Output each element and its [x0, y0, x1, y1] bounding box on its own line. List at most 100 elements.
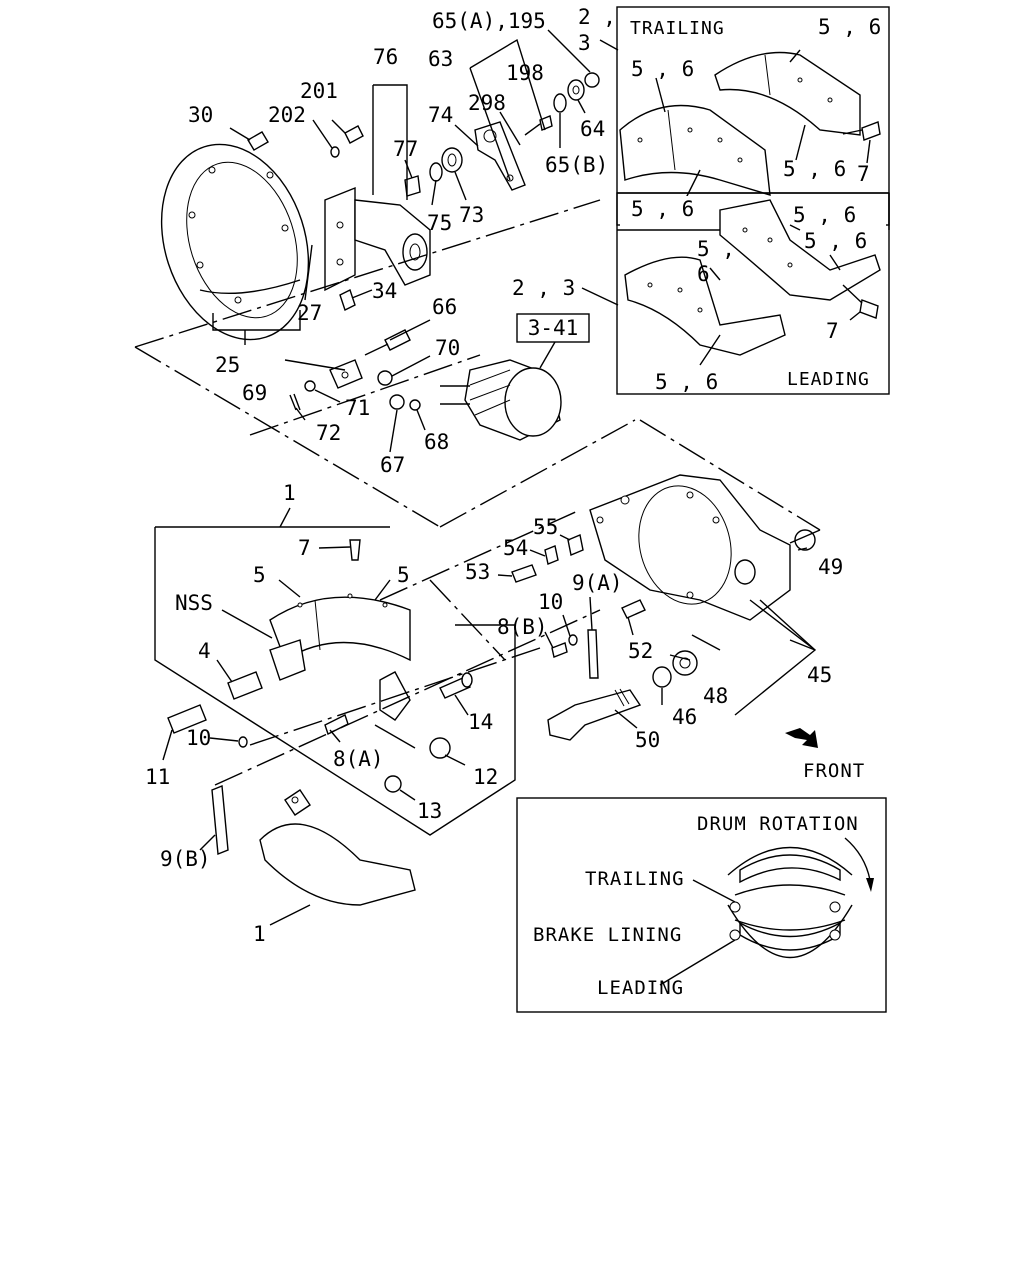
washer-65b — [553, 93, 567, 113]
callout-67: 67 — [380, 453, 405, 477]
callout-5-6-trailing-bottom: 5 , 6 — [631, 197, 694, 221]
callout-202: 202 — [268, 103, 306, 127]
clip-54 — [544, 545, 559, 565]
washer-64 — [567, 79, 585, 101]
drum-rotation-legend — [516, 797, 887, 1013]
seal-48 — [672, 650, 698, 676]
reference-box[interactable] — [516, 313, 590, 343]
spider-housing — [589, 474, 791, 621]
callout-2-top: 2 , — [578, 5, 616, 29]
washer-68 — [409, 399, 421, 411]
pin-8a — [324, 714, 349, 735]
callout-5-6-leading-top: 5 , 6 — [793, 203, 856, 227]
air-chamber — [440, 359, 562, 441]
callout-5-right: 5 — [397, 563, 410, 587]
nut-67 — [389, 394, 405, 410]
callout-76: 76 — [373, 45, 398, 69]
callout-54: 54 — [503, 536, 528, 560]
spring-9b — [211, 785, 229, 855]
callout-50: 50 — [635, 728, 660, 752]
callout-11: 11 — [145, 765, 170, 789]
pin-72 — [289, 393, 301, 411]
callout-65a-195: 65(A),195 — [432, 9, 546, 33]
roller-12 — [429, 737, 451, 759]
callout-75: 75 — [427, 211, 452, 235]
callout-labels: 65(A),195 2 , 3 76 63 198 201 298 74 30 … — [145, 5, 881, 946]
ring-75 — [429, 162, 443, 182]
callout-70: 70 — [435, 336, 460, 360]
clip-55 — [567, 534, 584, 556]
callout-198: 198 — [506, 61, 544, 85]
callout-nss: NSS — [175, 591, 213, 615]
nipple-34 — [339, 289, 356, 311]
callout-66: 66 — [432, 295, 457, 319]
spring-9a — [587, 629, 599, 679]
callout-298: 298 — [468, 91, 506, 115]
nut-70 — [377, 370, 393, 386]
leading-panel — [616, 192, 890, 395]
pin-14 — [439, 672, 473, 699]
legend-leading: LEADING — [597, 977, 684, 999]
legend-trailing: TRAILING — [585, 868, 685, 890]
legend-title: DRUM ROTATION — [697, 813, 859, 835]
callout-30: 30 — [188, 103, 213, 127]
callout-25: 25 — [215, 353, 240, 377]
callout-45: 45 — [807, 663, 832, 687]
callout-72: 72 — [316, 421, 341, 445]
callout-5-6-trailing-top-left: 5 , 6 — [631, 57, 694, 81]
washer-10-right — [568, 634, 578, 646]
callout-74: 74 — [428, 103, 453, 127]
callout-65b: 65(B) — [545, 153, 608, 177]
callout-1-bottom: 1 — [253, 922, 266, 946]
assembly-lines — [134, 199, 821, 786]
callout-27: 27 — [297, 301, 322, 325]
callout-5-6-trailing-low: 5 , 6 — [783, 157, 846, 181]
clip-65a — [584, 72, 600, 88]
callout-52: 52 — [628, 639, 653, 663]
callout-71: 71 — [345, 396, 370, 420]
bolt-30 — [229, 127, 269, 151]
callout-5-leading-left: 5 , — [697, 237, 735, 261]
callout-6-leading-left: 6 — [697, 262, 710, 286]
callout-73: 73 — [459, 203, 484, 227]
trailing-panel-title: TRAILING — [630, 18, 725, 39]
bolt-53 — [511, 564, 537, 583]
callout-9a: 9(A) — [572, 571, 623, 595]
backing-plate — [160, 143, 310, 341]
callout-5-6-trailing-top-right: 5 , 6 — [818, 15, 881, 39]
callout-3-top: 3 — [578, 31, 591, 55]
ring-13 — [384, 775, 402, 793]
callout-10-left: 10 — [186, 726, 211, 750]
shoe-roller-anchor — [269, 639, 306, 681]
washer-71 — [304, 380, 316, 392]
callout-14: 14 — [468, 710, 493, 734]
callout-34: 34 — [372, 279, 397, 303]
callout-4: 4 — [198, 639, 211, 663]
callout-49: 49 — [818, 555, 843, 579]
callout-5-6-leading-mid: 5 , 6 — [804, 229, 867, 253]
grease-nipple-198 — [524, 115, 553, 136]
trailing-panel — [616, 6, 890, 226]
callout-7-trailing: 7 — [857, 162, 870, 186]
legend-brake-lining: BRAKE LINING — [533, 924, 682, 946]
pin-4 — [227, 671, 263, 700]
washer-46 — [652, 666, 672, 688]
camshaft-bracket — [324, 186, 431, 292]
pin-11 — [167, 704, 207, 734]
callout-201: 201 — [300, 79, 338, 103]
reference-box-label: 3-41 — [528, 316, 579, 340]
lining-bolt-7 — [349, 539, 361, 561]
callout-55: 55 — [533, 515, 558, 539]
callout-77: 77 — [393, 137, 418, 161]
callout-48: 48 — [703, 684, 728, 708]
callout-12: 12 — [473, 765, 498, 789]
chamber-bracket-69 — [329, 359, 363, 389]
callout-7-leading: 7 — [826, 319, 839, 343]
callout-53: 53 — [465, 560, 490, 584]
callout-7-main: 7 — [298, 536, 311, 560]
callout-8a: 8(A) — [333, 747, 384, 771]
seal-73 — [441, 147, 463, 173]
callout-9b: 9(B) — [160, 847, 211, 871]
callout-1-top: 1 — [283, 481, 296, 505]
camshaft-50 — [547, 688, 642, 741]
